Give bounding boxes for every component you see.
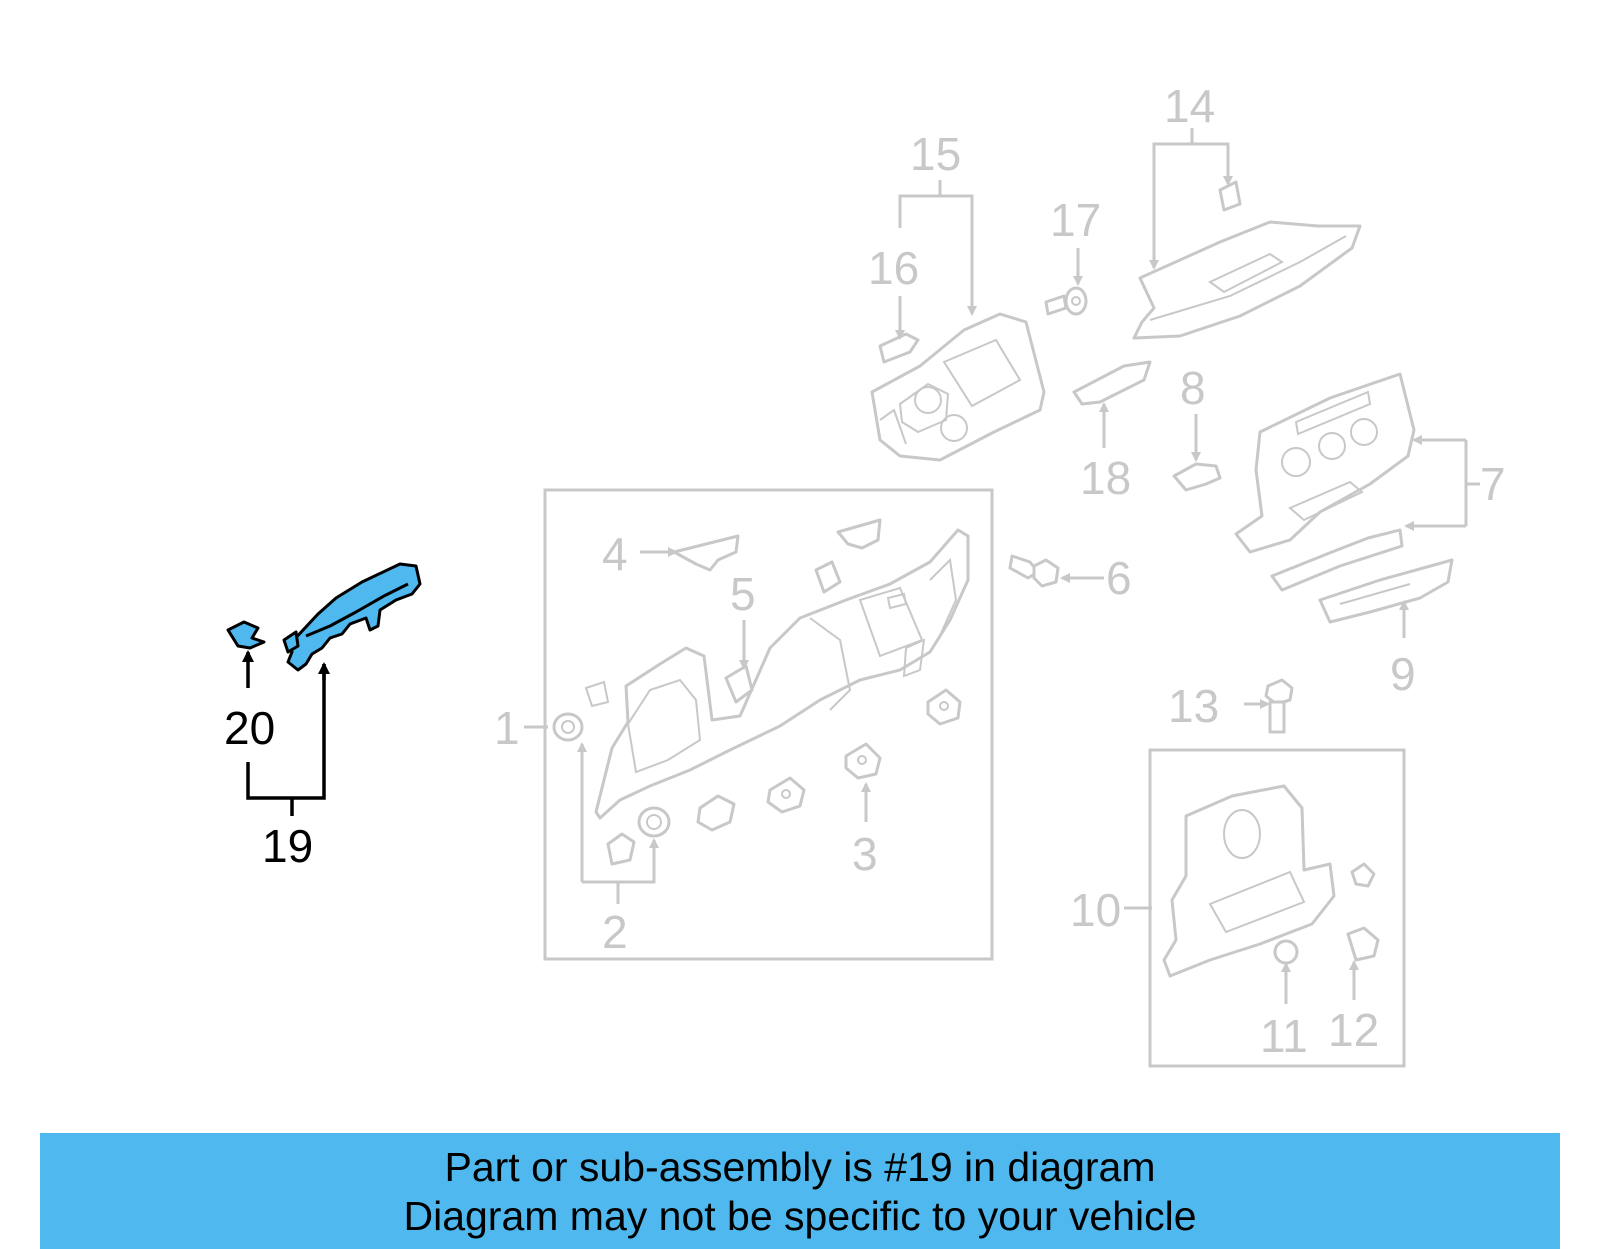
part-6-bolt [1008, 554, 1104, 588]
callout-20[interactable]: 20 [224, 702, 275, 754]
group-box-center [543, 488, 994, 961]
callout-16[interactable]: 16 [868, 242, 919, 294]
callout-18[interactable]: 18 [1080, 452, 1131, 504]
part-4-bracket [672, 534, 740, 572]
callout-9[interactable]: 9 [1390, 648, 1416, 700]
callout-19-20-leaders [242, 650, 330, 816]
part-15-bezel [870, 312, 1046, 462]
callout-7-9-leaders [1399, 435, 1480, 638]
callout-8[interactable]: 8 [1180, 362, 1206, 414]
part-20-clip[interactable] [226, 620, 266, 650]
callout-17[interactable]: 17 [1050, 194, 1101, 246]
callout-11[interactable]: 11 [1260, 1010, 1308, 1062]
part-13-bolt [1244, 678, 1294, 734]
banner-line-1: Part or sub-assembly is #19 in diagram [444, 1144, 1156, 1190]
info-banner: Part or sub-assembly is #19 in diagram D… [40, 1133, 1560, 1249]
part-18-bracket [1072, 360, 1152, 448]
callout-labels: 1 2 3 4 5 6 7 8 9 10 11 12 13 14 15 16 1… [224, 80, 1506, 1062]
callout-7[interactable]: 7 [1480, 458, 1506, 510]
callout-2[interactable]: 2 [602, 906, 628, 958]
callout-19[interactable]: 19 [262, 820, 313, 872]
banner-line-2: Diagram may not be specific to your vehi… [403, 1193, 1197, 1239]
part-14-glove-box [1132, 180, 1362, 340]
part-7-hvac-bezel [1234, 372, 1416, 592]
callout-14-leaders [1149, 128, 1233, 270]
part-2-clips [606, 806, 671, 866]
part-10-side-panel [1162, 784, 1336, 978]
part-3-nuts [696, 688, 962, 832]
center-box-small-parts [814, 518, 882, 594]
callout-4[interactable]: 4 [602, 528, 628, 580]
callout-15-16-leaders [895, 180, 977, 340]
callout-1[interactable]: 1 [494, 702, 520, 754]
part-16-clip [878, 332, 920, 364]
callout-15[interactable]: 15 [910, 128, 961, 180]
part-17-screw [1044, 248, 1088, 316]
instrument-panel-lower [584, 528, 970, 820]
callout-12[interactable]: 12 [1328, 1004, 1379, 1056]
part-1-grommet [552, 712, 584, 742]
callout-6[interactable]: 6 [1106, 552, 1132, 604]
part-8-clip [1172, 414, 1222, 492]
callout-14[interactable]: 14 [1164, 80, 1215, 132]
center-box-leaders [524, 547, 871, 904]
callout-5[interactable]: 5 [730, 568, 756, 620]
part-5-clip [724, 664, 754, 704]
callout-10[interactable]: 10 [1070, 884, 1121, 936]
part-9-switch-panel [1318, 558, 1454, 624]
part-19-highlighted[interactable] [282, 562, 422, 672]
part-11-12-clips [1124, 862, 1380, 1004]
callout-3[interactable]: 3 [852, 828, 878, 880]
callout-13[interactable]: 13 [1168, 680, 1219, 732]
